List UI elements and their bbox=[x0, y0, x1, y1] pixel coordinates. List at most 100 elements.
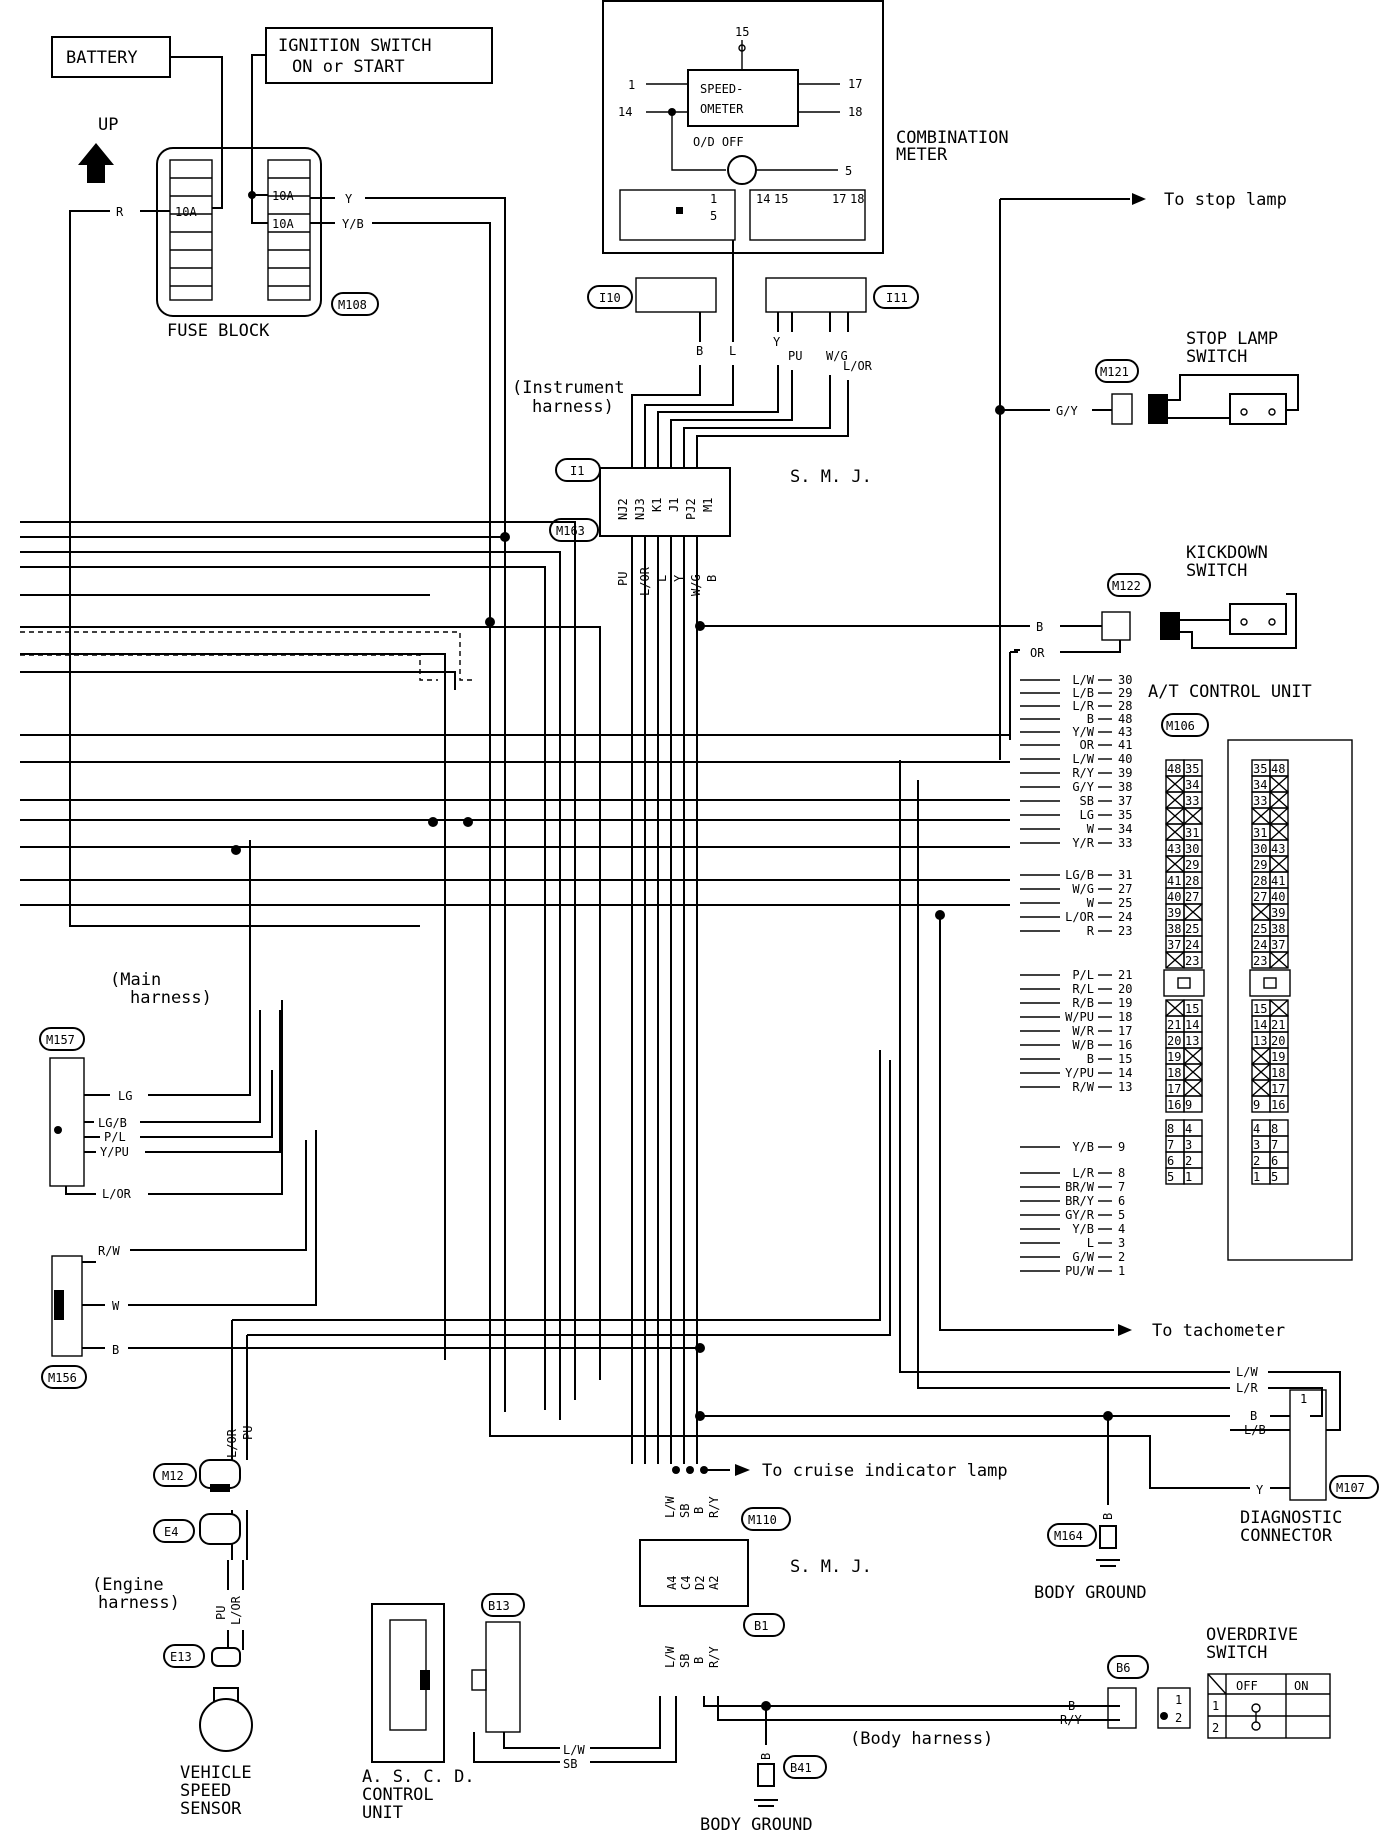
m106-cavity-number: 30 bbox=[1185, 842, 1199, 856]
atcu-wire-color: OR bbox=[1080, 738, 1095, 752]
wire-lor-label: L/OR bbox=[225, 1428, 239, 1458]
m106-cavity-number: 29 bbox=[1185, 858, 1199, 872]
ascd-label-2: CONTROL bbox=[362, 1785, 434, 1805]
wire-b-label: B bbox=[696, 344, 703, 358]
e13-label: E13 bbox=[170, 1650, 192, 1664]
wire-b-label: B bbox=[112, 1343, 119, 1357]
splice-dot bbox=[463, 817, 473, 827]
connector-key bbox=[471, 1669, 487, 1691]
b6-connector bbox=[1107, 1687, 1137, 1729]
to-cruise-label: To cruise indicator lamp bbox=[762, 1461, 1008, 1481]
wire-b-label: B bbox=[1068, 1699, 1075, 1713]
m106-key-block bbox=[1249, 969, 1291, 997]
arrow-right-icon bbox=[735, 1464, 750, 1476]
atcu-wire-color: R/Y bbox=[1072, 766, 1094, 780]
wire-b-label: B bbox=[759, 1753, 773, 1760]
m106-cavity bbox=[1183, 1167, 1203, 1185]
smj2-term-a2: A2 bbox=[707, 1576, 721, 1590]
diag-pin-1: 1 bbox=[1300, 1392, 1307, 1406]
atcu-wire-color: B bbox=[1087, 1052, 1094, 1066]
stop-lamp-switch-lead bbox=[1168, 374, 1299, 411]
instrument-harness-label-1: (Instrument bbox=[512, 378, 625, 398]
wire-y-label-2: Y bbox=[773, 335, 781, 349]
m106-cavity-number: 19 bbox=[1167, 1050, 1181, 1064]
m106-cavity-number: 8 bbox=[1167, 1122, 1174, 1136]
m106-cavity-number: 17 bbox=[1167, 1082, 1181, 1096]
wire-lor-label: L/OR bbox=[638, 566, 652, 596]
m106-cavity-number: 15 bbox=[1253, 1002, 1267, 1016]
atcu-terminal-number: 31 bbox=[1118, 868, 1132, 882]
stop-lamp-switch-label-2: SWITCH bbox=[1186, 347, 1247, 367]
atcu-wire-color: R/B bbox=[1072, 996, 1094, 1010]
switch-contact-icon bbox=[1240, 618, 1248, 626]
m106-empty-cavity bbox=[1269, 791, 1289, 809]
m106-cavity-number: 8 bbox=[1271, 1122, 1278, 1136]
body-ground-label-2: BODY GROUND bbox=[1034, 1583, 1147, 1603]
stop-lamp-switch-plug bbox=[1148, 394, 1168, 424]
od-row-2: 2 bbox=[1175, 1711, 1182, 1725]
meter-conn-pin-18: 18 bbox=[850, 192, 864, 206]
m106-cavity-number: 27 bbox=[1253, 890, 1267, 904]
atcu-terminal-number: 21 bbox=[1118, 968, 1132, 982]
atcu-terminal-number: 4 bbox=[1118, 1222, 1125, 1236]
atcu-terminal-number: 6 bbox=[1118, 1194, 1125, 1208]
wire-b-label: B bbox=[1101, 1513, 1115, 1520]
m106-cavity-number: 48 bbox=[1271, 762, 1285, 776]
m106-cavity-number: 38 bbox=[1167, 922, 1181, 936]
atcu-terminal-number: 1 bbox=[1118, 1264, 1125, 1278]
splice-dot bbox=[695, 1411, 705, 1421]
wire-l-label: L bbox=[655, 575, 669, 582]
m106-empty-cavity bbox=[1165, 999, 1185, 1017]
wire-lgb bbox=[140, 1010, 261, 1123]
splice-dot bbox=[231, 845, 241, 855]
m157-lead bbox=[65, 1186, 96, 1195]
wire-lw-ascd bbox=[590, 1696, 661, 1749]
battery-feed-wire bbox=[170, 56, 223, 209]
fuse-block-label: FUSE BLOCK bbox=[167, 321, 270, 341]
smj2-term-a4: A4 bbox=[665, 1576, 679, 1590]
m106-cavity-number: 4 bbox=[1185, 1122, 1192, 1136]
battery-label: BATTERY bbox=[66, 48, 138, 68]
m157-connector bbox=[49, 1057, 85, 1187]
b13-lead bbox=[473, 1732, 560, 1763]
m106-cavity-number: 6 bbox=[1271, 1154, 1278, 1168]
smj-term-k1: K1 bbox=[650, 498, 664, 512]
atcu-wire-color: L/W bbox=[1072, 673, 1094, 687]
kickdown-switch-icon bbox=[1229, 603, 1287, 635]
wire-rw bbox=[130, 1140, 307, 1251]
m122-label: M122 bbox=[1112, 579, 1141, 593]
m106-cavity bbox=[1183, 951, 1203, 969]
smj-i1-box bbox=[599, 467, 731, 537]
m106-cavity-number: 17 bbox=[1271, 1082, 1285, 1096]
atcu-wire-color: BR/Y bbox=[1065, 1194, 1095, 1208]
atcu-terminal-number: 37 bbox=[1118, 794, 1132, 808]
stop-lamp-switch-icon bbox=[1229, 393, 1287, 425]
vss-label-1: VEHICLE bbox=[180, 1763, 252, 1783]
smj-label: S. M. J. bbox=[790, 467, 872, 487]
atcu-terminal-number: 34 bbox=[1118, 822, 1132, 836]
e4-connector bbox=[199, 1513, 241, 1545]
m106-cavity-number: 9 bbox=[1253, 1098, 1260, 1112]
m106-cavity-number: 18 bbox=[1271, 1066, 1285, 1080]
m106-badge bbox=[1161, 713, 1209, 737]
stop-lamp-switch-label-1: STOP LAMP bbox=[1186, 329, 1278, 349]
atcu-terminal-number: 27 bbox=[1118, 882, 1132, 896]
fuse-10a-label: 10A bbox=[272, 189, 294, 203]
fuse-slots bbox=[170, 177, 310, 287]
meter-conn-pin-14: 14 bbox=[756, 192, 770, 206]
atcu-wire-color: Y/B bbox=[1072, 1222, 1094, 1236]
wire-l-label: L bbox=[729, 344, 736, 358]
m106-cavity-number: 21 bbox=[1271, 1018, 1285, 1032]
atcu-wire-color: R/L bbox=[1072, 982, 1094, 996]
wire-lg bbox=[148, 840, 251, 1096]
m106-cavity-number: 24 bbox=[1253, 938, 1267, 952]
atcu-wire-color: GY/R bbox=[1065, 1208, 1095, 1222]
wire-wg-label: W/G bbox=[826, 349, 848, 363]
b1-label: B1 bbox=[754, 1619, 768, 1633]
atcu-wire-color: P/L bbox=[1072, 968, 1094, 982]
m106-empty-cavity bbox=[1165, 775, 1185, 793]
up-label: UP bbox=[98, 115, 118, 135]
m106-cavity-number: 5 bbox=[1167, 1170, 1174, 1184]
wire-ry-label: R/Y bbox=[707, 1496, 721, 1518]
